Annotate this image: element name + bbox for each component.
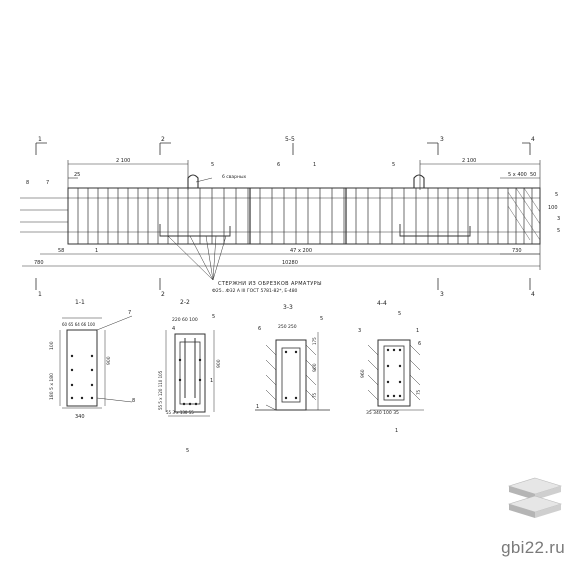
cut-3-3-r1: 175: [312, 337, 317, 345]
cut-4-4-shape: [367, 339, 424, 411]
gbi-logo-icon: [507, 477, 563, 518]
hook-label: 6 сварных: [222, 174, 247, 180]
callout-7: 7: [46, 180, 49, 186]
cut-1-1-shape: [59, 315, 133, 409]
dim-730: 730: [512, 248, 522, 254]
cut-1-1-callout-8: 8: [132, 398, 135, 404]
section-label-4: 4: [531, 136, 535, 143]
dim-overall: 10280: [282, 260, 298, 266]
note-line-1: СТЕРЖНИ ИЗ ОБРЕЗКОВ АРМАТУРЫ: [218, 281, 322, 287]
cut-4-4-bottom: 35 340 100 35: [366, 410, 399, 416]
cut-1-1-left2: 180 5 x 180: [49, 373, 55, 400]
dim-left: 2 100: [116, 158, 130, 164]
dim-right: 2 100: [462, 158, 476, 164]
right-dim-5b: 5: [557, 228, 560, 234]
cut-2-2-callout-1: 1: [210, 378, 213, 384]
right-dim-5: 5: [555, 192, 558, 198]
cut-1-1-title: 1-1: [75, 299, 85, 306]
dim-25: 25: [74, 172, 80, 178]
section-label-3-bottom: 3: [440, 291, 444, 298]
cut-4-4-below: 1: [395, 428, 398, 434]
cut-1-1-top: 60 65 64 66 100: [62, 322, 96, 327]
section-label-1-bottom: 1: [38, 291, 42, 298]
dim-5x400: 5 x 400: [508, 172, 527, 178]
cut-1-1-right: 900: [106, 356, 112, 365]
cut-3-3-title: 3-3: [283, 304, 293, 311]
cut-3-3-top: 250 250: [278, 324, 297, 330]
callout-8: 8: [26, 180, 29, 186]
right-dim-100: 100: [548, 205, 558, 211]
section-label-3: 3: [440, 136, 444, 143]
note-leaders: [167, 177, 227, 281]
cage-plan: [20, 174, 541, 245]
cut-4-4-left: 960: [360, 369, 366, 378]
cut-1-1-bottom: 340: [75, 414, 85, 420]
cut-4-4-title: 4-4: [377, 300, 387, 307]
cut-2-2-below: 5: [186, 448, 189, 454]
right-dim-3: 3: [557, 216, 560, 222]
dim-50: 50: [530, 172, 536, 178]
dim-total: 47 x 200: [290, 248, 312, 254]
cut-4-4-callout-1: 1: [416, 328, 419, 334]
section-label-5-5: 5-5: [285, 136, 295, 143]
watermark: gbi22.ru: [501, 538, 565, 557]
cut-3-3-callout-6: 6: [258, 326, 261, 332]
dimension-lines: [22, 160, 541, 270]
cut-3-3-callout-1: 1: [256, 404, 259, 410]
cut-2-2-right: 900: [216, 359, 222, 368]
callout-1: 1: [313, 162, 316, 168]
section-markers-top: [35, 142, 531, 290]
cut-3-3-shape: [255, 332, 330, 411]
cut-2-2-shape: [165, 330, 215, 417]
callout-6: 6: [277, 162, 280, 168]
cut-2-2-bottom: 55 3 x 130 55: [166, 410, 194, 415]
dim-1: 1: [95, 248, 98, 254]
cut-2-2-top: 220 60 100: [172, 317, 198, 323]
cut-4-4-callout-6: 6: [418, 341, 421, 347]
cut-4-4-right: 75: [416, 389, 421, 395]
cut-3-3-callout-5: 5: [320, 316, 323, 322]
cut-2-2-callout-4: 4: [172, 326, 175, 332]
cut-2-2-left: 55 5 x 120 110 105: [158, 370, 163, 410]
section-label-2-bottom: 2: [161, 291, 165, 298]
note-line-2: Ф25...Ф32 А III ГОСТ 5781-82*, Е-480: [212, 288, 298, 294]
cut-4-4-callout-3: 3: [358, 328, 361, 334]
callout-5a: 5: [211, 162, 214, 168]
section-label-2: 2: [161, 136, 165, 143]
section-label-1: 1: [38, 136, 42, 143]
cut-2-2-title: 2-2: [180, 299, 190, 306]
rebar-dots: [70, 348, 402, 406]
dim-780: 780: [34, 260, 44, 266]
cut-2-2-callout-5: 5: [212, 314, 215, 320]
cut-1-1-left: 100: [49, 341, 55, 350]
cut-3-3-right: 900: [312, 363, 318, 372]
section-label-4-bottom: 4: [531, 291, 535, 298]
cut-3-3-r2: 75: [312, 392, 317, 398]
dim-58: 58: [58, 248, 64, 254]
callout-5b: 5: [392, 162, 395, 168]
cut-4-4-callout-5: 5: [398, 311, 401, 317]
cut-1-1-callout-7: 7: [128, 310, 131, 316]
